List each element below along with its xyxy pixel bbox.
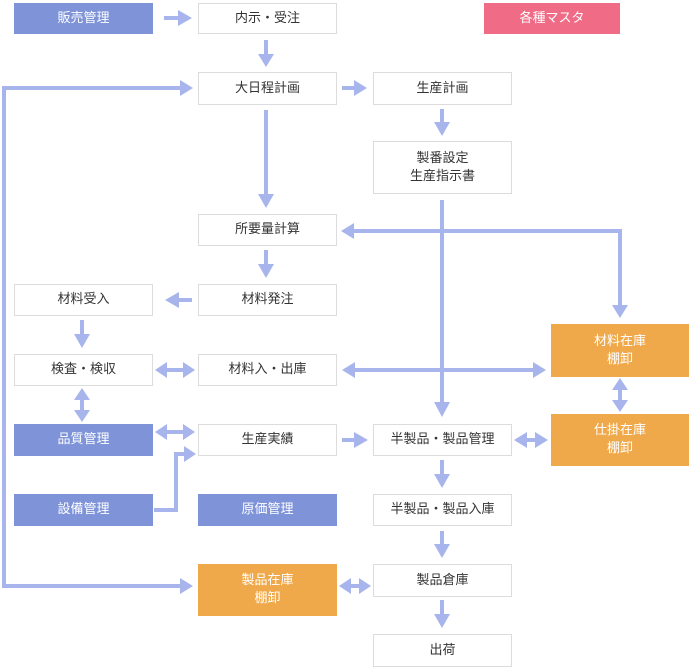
arrow-head [165, 292, 179, 308]
arrow-head [178, 10, 192, 26]
arrow-head [74, 410, 90, 422]
node-material-ordering[interactable]: 材料発注 [198, 284, 337, 316]
arrow-head [155, 424, 167, 440]
arrow-equipment-to-results [154, 452, 186, 512]
node-semi-product-management[interactable]: 半製品・製品管理 [373, 424, 512, 456]
node-order-receipt[interactable]: 内示・受注 [198, 3, 337, 34]
node-cost-management[interactable]: 原価管理 [198, 494, 337, 526]
arrow-head [258, 194, 274, 208]
arrow-head [180, 80, 193, 96]
arrow-head [434, 614, 450, 628]
node-semi-product-warehousing[interactable]: 半製品・製品入庫 [373, 494, 512, 526]
arrow-head [339, 578, 351, 594]
arrow-head [434, 122, 450, 136]
arrow-head [258, 54, 274, 67]
arrow-head [74, 334, 90, 348]
arrow-head [359, 578, 371, 594]
arrow-head [183, 424, 195, 440]
arrow-head [74, 388, 90, 400]
arrow-head [180, 578, 193, 594]
node-wip-stock[interactable]: 仕掛在庫 棚卸 [551, 414, 689, 466]
arrow-head [354, 432, 368, 448]
node-mrp[interactable]: 所要量計算 [198, 214, 337, 246]
arrow-head [612, 305, 628, 318]
arrow-head [612, 400, 628, 412]
arrow-head [533, 362, 546, 378]
node-sales-management[interactable]: 販売管理 [14, 3, 153, 34]
node-inspection[interactable]: 検査・検収 [14, 354, 153, 386]
node-production-order[interactable]: 製番設定 生産指示書 [373, 141, 512, 194]
arrow-head [354, 80, 367, 96]
arrow-head [155, 362, 167, 378]
arrow-head [342, 362, 355, 378]
node-product-stock[interactable]: 製品在庫 棚卸 [198, 564, 337, 616]
node-production-results[interactable]: 生産実績 [198, 424, 337, 456]
arrow-head [258, 264, 274, 278]
arrow-head [341, 223, 354, 239]
node-product-warehouse[interactable]: 製品倉庫 [373, 564, 512, 597]
node-shipping[interactable]: 出荷 [373, 634, 512, 667]
arrow-head [184, 446, 196, 462]
node-master-data[interactable]: 各種マスタ [484, 3, 620, 34]
node-quality-management[interactable]: 品質管理 [14, 424, 153, 456]
node-production-plan[interactable]: 生産計画 [373, 72, 512, 105]
arrow-head [535, 432, 548, 448]
node-master-schedule[interactable]: 大日程計画 [198, 72, 337, 105]
arrow-head [514, 432, 527, 448]
node-material-stock[interactable]: 材料在庫 棚卸 [551, 324, 689, 377]
node-equipment-management[interactable]: 設備管理 [14, 494, 153, 526]
arrow-stock-to-mrp [352, 229, 622, 313]
arrow-head [434, 474, 450, 488]
arrow-head [612, 378, 628, 390]
arrow-head [434, 544, 450, 558]
arrow-left-loop [2, 86, 180, 588]
node-material-in-out[interactable]: 材料入・出庫 [198, 354, 337, 386]
arrow-head [183, 362, 195, 378]
node-material-receiving[interactable]: 材料受入 [14, 284, 153, 316]
arrow-head [434, 402, 450, 417]
